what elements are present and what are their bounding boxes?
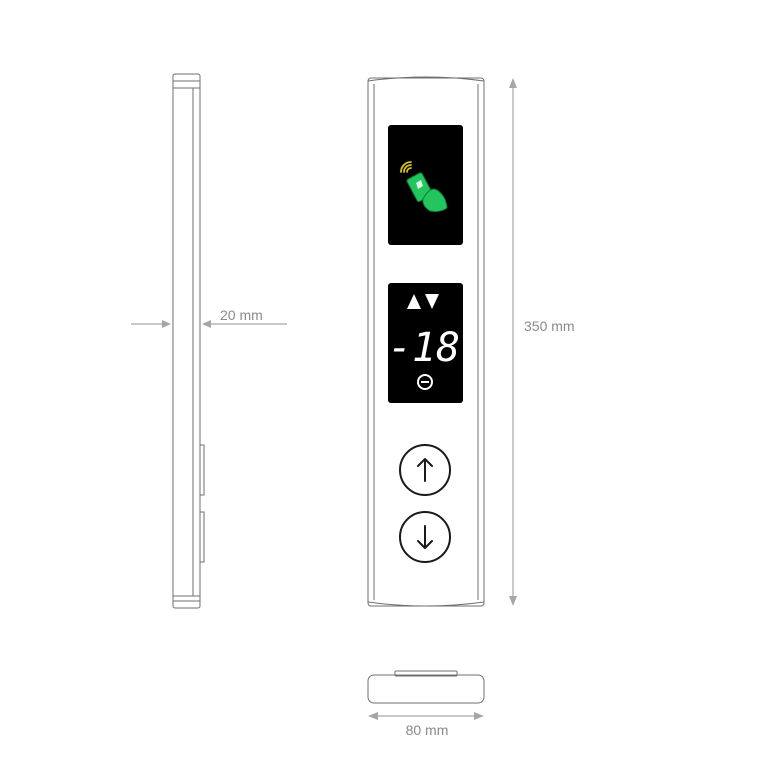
- down-triangle-icon: [425, 294, 439, 309]
- arrow-up-icon: [417, 458, 433, 482]
- top-view-face-plate: [394, 670, 458, 677]
- front-view-outline: [367, 77, 485, 607]
- width-arrow-left: [368, 712, 378, 720]
- width-arrow-right: [474, 712, 484, 720]
- top-view-outline: [367, 674, 485, 704]
- depth-arrow-right: [202, 320, 211, 328]
- side-view-button-down-profile: [199, 511, 205, 563]
- width-label: 80 mm: [406, 722, 449, 738]
- up-down-triangles-icon: [407, 294, 439, 309]
- call-down-button[interactable]: [399, 511, 451, 563]
- front-view: -18: [367, 76, 485, 607]
- card-reader-screen: [388, 125, 463, 245]
- arrow-down-icon: [417, 525, 433, 549]
- minus-circle-icon: [417, 374, 433, 390]
- wifi-waves-icon: [400, 161, 412, 173]
- depth-label: 20 mm: [220, 307, 263, 323]
- height-dimension: 350 mm: [509, 78, 575, 606]
- top-view: [367, 670, 485, 704]
- front-view-top-curve: [367, 76, 485, 82]
- call-up-button[interactable]: [399, 444, 451, 496]
- up-triangle-icon: [407, 294, 421, 309]
- front-view-bottom-curve: [367, 601, 485, 607]
- height-arrow-bottom: [509, 596, 517, 606]
- side-view-button-up-profile: [199, 444, 205, 496]
- height-label: 350 mm: [524, 318, 575, 334]
- side-view-outline: [172, 73, 201, 609]
- floor-indicator-bg: [388, 283, 463, 403]
- height-arrow-top: [509, 78, 517, 88]
- width-dimension: 80 mm: [368, 712, 484, 738]
- depth-dimension: 20 mm: [131, 307, 287, 328]
- side-view: [172, 73, 205, 609]
- depth-arrow-left: [162, 320, 171, 328]
- floor-indicator-screen: -18: [388, 283, 463, 403]
- floor-number: -18: [388, 325, 460, 371]
- hand-card-icon: [406, 172, 448, 213]
